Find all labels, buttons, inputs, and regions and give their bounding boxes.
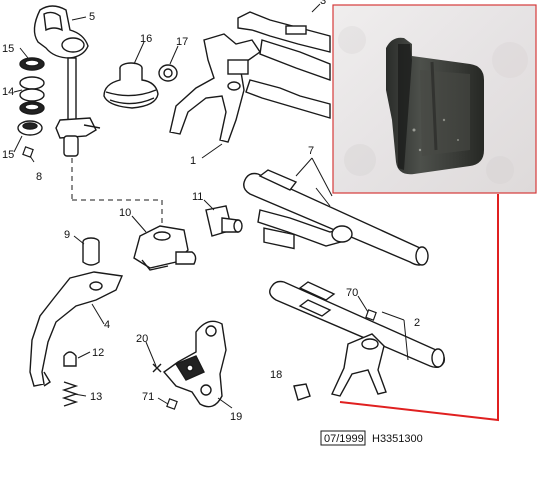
footer-date: 07/1999 <box>324 433 364 445</box>
part-marker-8 <box>22 146 34 158</box>
callout-17: 17 <box>176 36 188 48</box>
assembly-dashed-lines <box>71 158 163 226</box>
leader-line-3 <box>311 3 321 13</box>
callout-1: 1 <box>190 155 196 167</box>
callout-9: 9 <box>64 229 70 241</box>
callout-8: 8 <box>36 171 42 183</box>
part-pin-9 <box>82 237 100 266</box>
leader-lines <box>13 16 409 409</box>
part-shaft-fork-2 <box>269 280 446 397</box>
callout-7: 7 <box>308 145 314 157</box>
part-seal-15-top <box>19 57 45 71</box>
callout-70: 70 <box>346 287 358 299</box>
inset-photo <box>332 4 537 194</box>
part-boot-16 <box>103 62 159 109</box>
callout-5: 5 <box>89 11 95 23</box>
part-shift-shaft-5 <box>33 5 101 157</box>
callout-4: 4 <box>104 319 110 331</box>
part-spring-14 <box>19 76 45 115</box>
part-shaft-7 <box>243 169 429 266</box>
part-fork-1 <box>169 33 261 143</box>
part-lever-4 <box>29 271 124 387</box>
callout-12: 12 <box>92 347 104 359</box>
callout-15-bottom: 15 <box>2 149 14 161</box>
part-block-10 <box>133 225 197 271</box>
part-bracket-19 <box>162 320 227 408</box>
part-seal-15-bottom <box>17 120 43 136</box>
part-marker-70 <box>365 309 377 321</box>
callout-13: 13 <box>90 391 102 403</box>
footer-ref: H3351300 <box>372 433 423 445</box>
callout-labels: 5 15 14 15 8 16 17 3 1 7 9 10 11 4 12 13… <box>2 0 420 423</box>
footer-codes: 07/1999 H3351300 <box>320 430 423 446</box>
callout-19: 19 <box>230 411 242 423</box>
callout-10: 10 <box>119 207 131 219</box>
part-ring-17 <box>158 64 178 82</box>
part-marker-20 <box>152 363 162 373</box>
callout-15-top: 15 <box>2 43 14 55</box>
part-cap-12 <box>63 351 77 367</box>
part-pad-18 <box>293 383 311 401</box>
callout-16: 16 <box>140 33 152 45</box>
part-shaft-3 <box>237 11 331 119</box>
part-plunger-11 <box>205 205 243 237</box>
photo-worn-pad <box>386 37 484 175</box>
callout-2: 2 <box>414 317 420 329</box>
callout-14: 14 <box>2 86 14 98</box>
inset-photo-texture <box>338 26 528 184</box>
callout-18: 18 <box>270 369 282 381</box>
callout-3: 3 <box>320 0 326 7</box>
callout-20: 20 <box>136 333 148 345</box>
red-leader-line <box>339 194 499 422</box>
callout-11: 11 <box>192 191 203 203</box>
part-marker-71 <box>166 398 178 410</box>
callout-71: 71 <box>142 391 154 403</box>
footer-date-box <box>320 430 366 446</box>
